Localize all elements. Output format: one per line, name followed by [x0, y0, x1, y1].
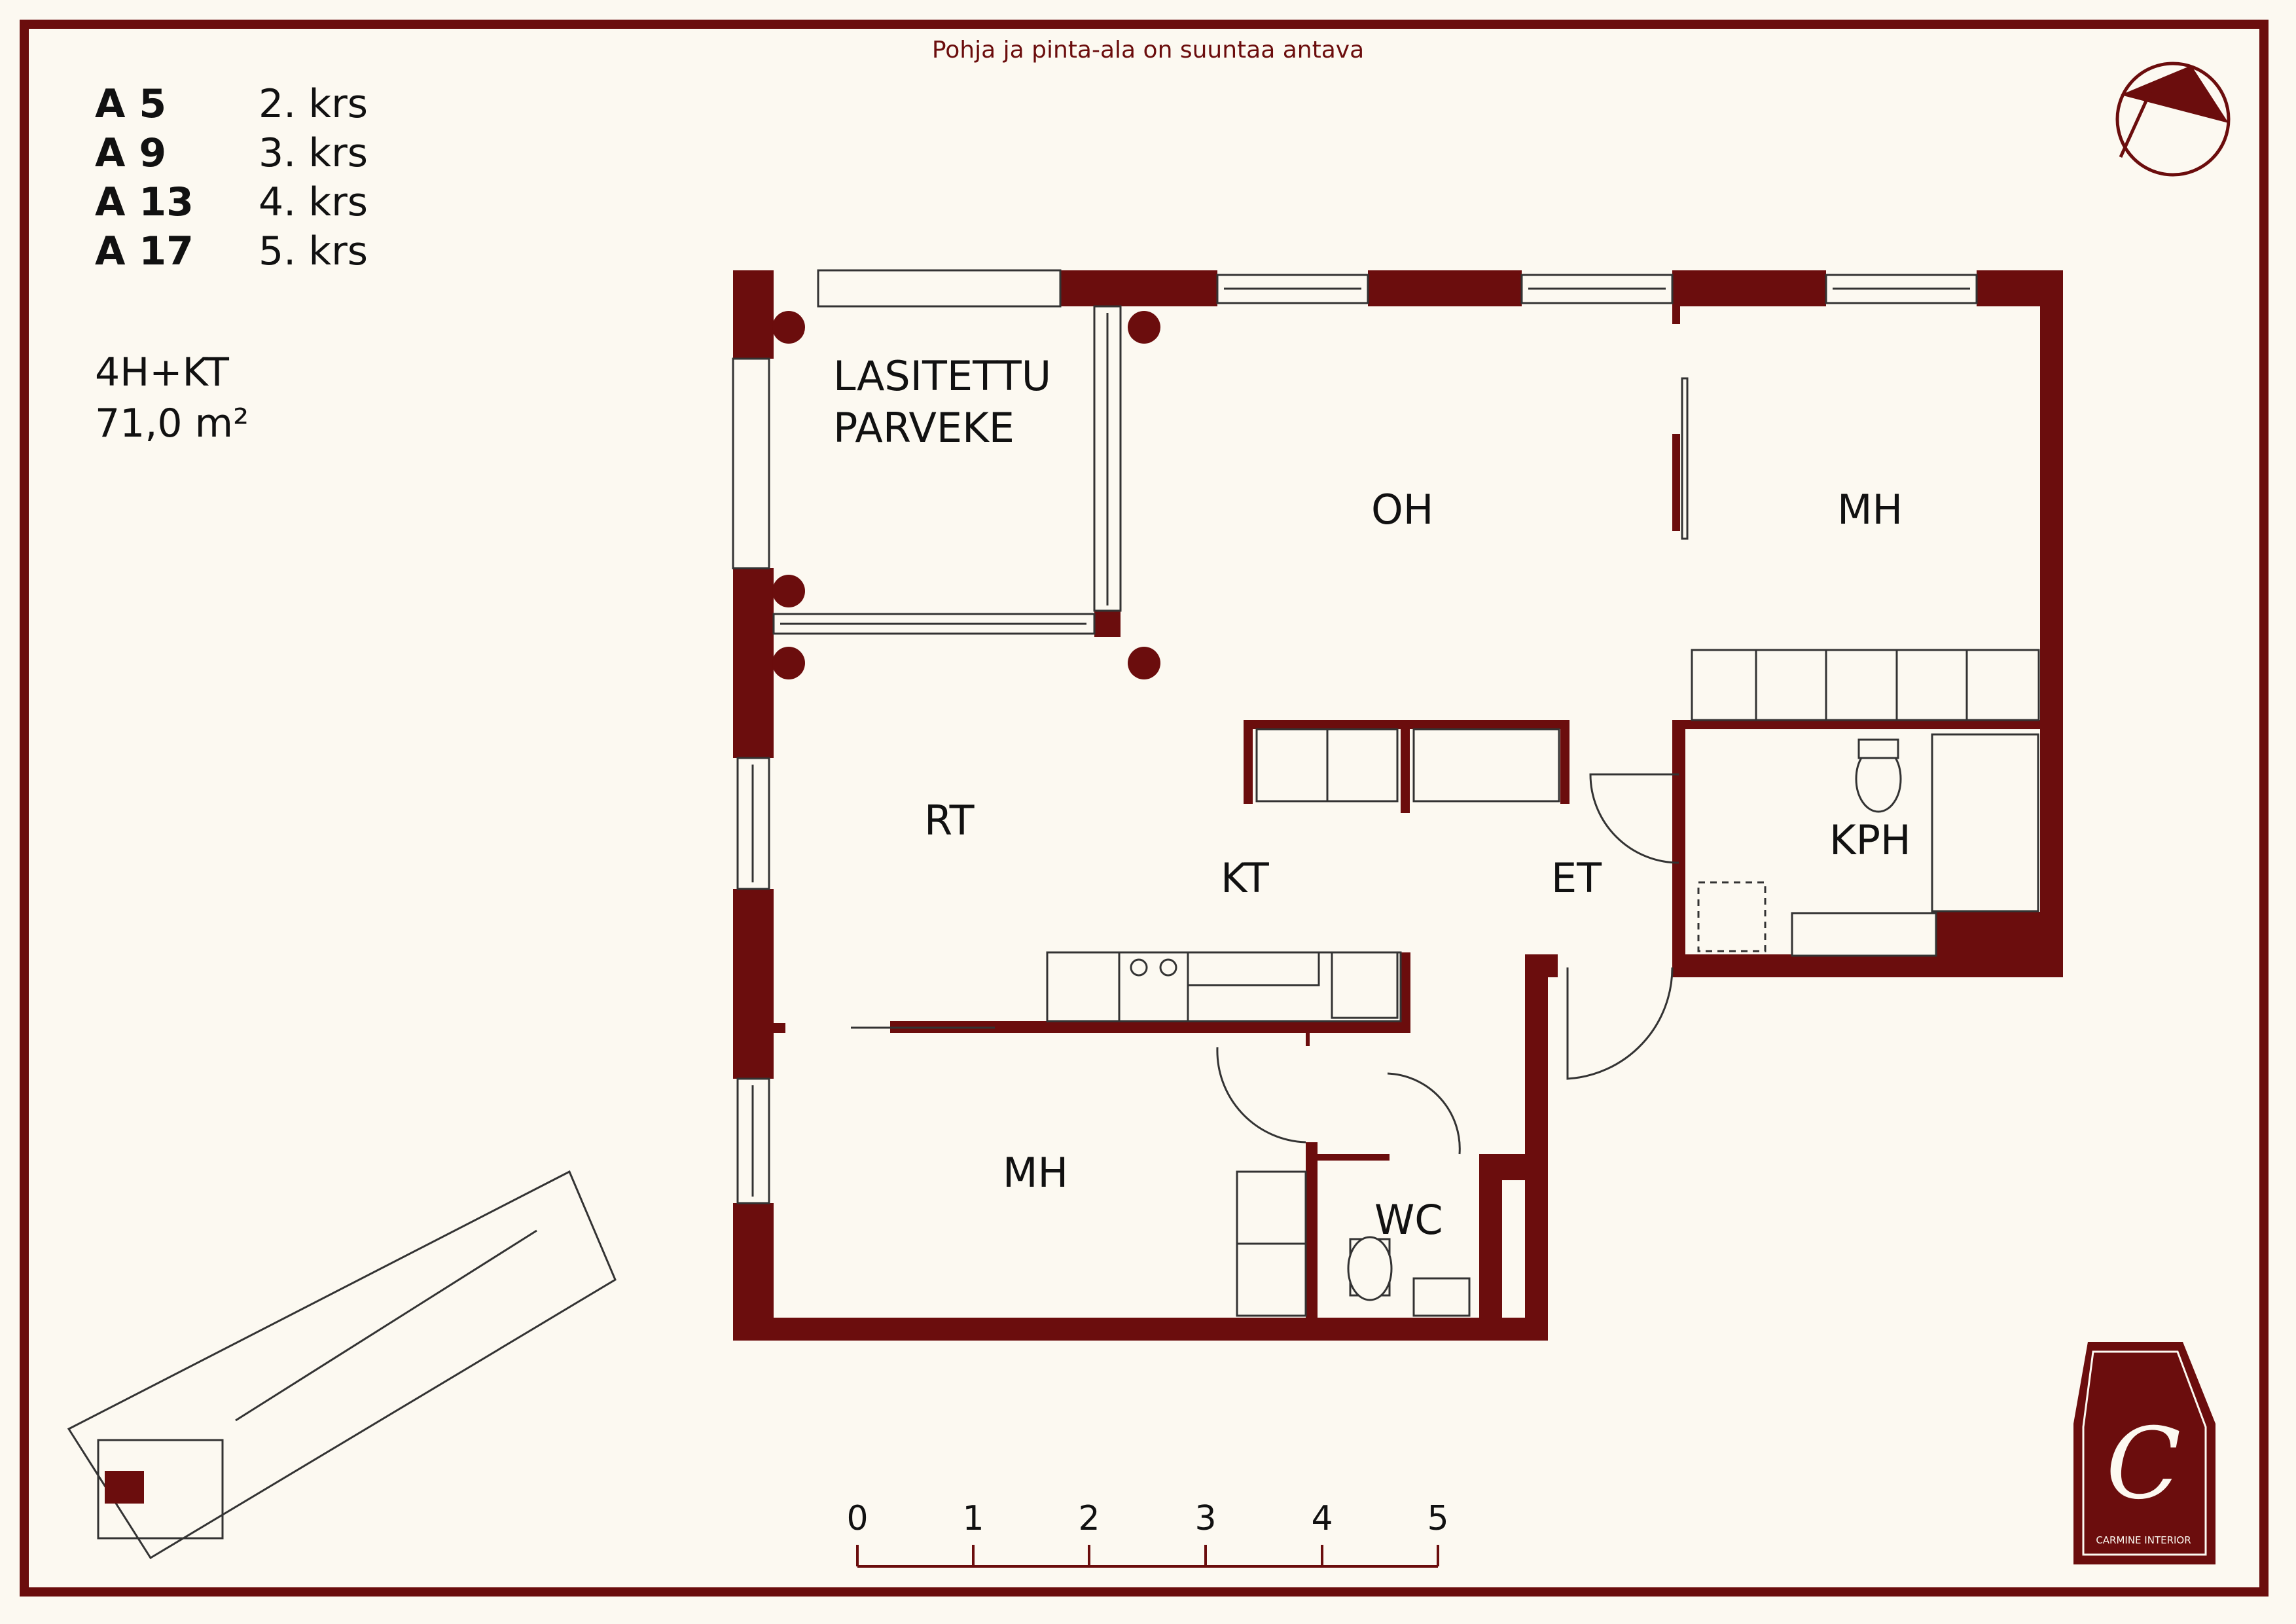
- scale-label: 2: [1078, 1499, 1100, 1538]
- site-plan-thumbnail: [67, 1170, 617, 1560]
- apartment-location-marker: [105, 1471, 144, 1504]
- windows: [732, 269, 1978, 1204]
- page-frame: [20, 20, 2269, 1597]
- compass-icon: [2115, 62, 2231, 177]
- room-bathroom: KPH: [1829, 816, 1911, 864]
- apartment-type: 4H+KT: [95, 350, 229, 395]
- unit-row: A 9 3. krs: [95, 129, 368, 178]
- unit-row: A 17 5. krs: [95, 227, 368, 276]
- room-toilet: WC: [1374, 1196, 1443, 1244]
- fixtures: [1046, 649, 2040, 1317]
- walls: [733, 270, 2063, 1341]
- scale-label: 5: [1427, 1499, 1449, 1538]
- apartment-info: 4H+KT 71,0 m²: [95, 347, 249, 449]
- unit-floor: 5. krs: [259, 228, 368, 274]
- room-bedroom-top: MH: [1837, 486, 1903, 533]
- balcony-label-line1: LASITETTU: [833, 352, 1051, 400]
- columns: [772, 311, 1160, 679]
- balcony-label-line2: PARVEKE: [833, 404, 1014, 452]
- unit-table: A 5 2. krs A 9 3. krs A 13 4. krs A 17 5…: [95, 80, 368, 276]
- unit-code: A 9: [95, 130, 167, 176]
- doors: [851, 773, 1679, 1155]
- disclaimer-text: Pohja ja pinta-ala on suuntaa antava: [931, 37, 1365, 63]
- scale-label: 0: [846, 1499, 869, 1538]
- unit-code: A 17: [95, 228, 194, 274]
- room-dining: RT: [924, 797, 975, 844]
- unit-floor: 3. krs: [259, 130, 368, 176]
- room-bedroom-bottom: MH: [1003, 1149, 1068, 1197]
- scale-label: 1: [962, 1499, 984, 1538]
- unit-floor: 4. krs: [259, 179, 368, 225]
- scale-label: 4: [1311, 1499, 1333, 1538]
- unit-code: A 13: [95, 179, 194, 225]
- apartment-area: 71,0 m²: [95, 401, 249, 446]
- unit-floor: 2. krs: [259, 81, 368, 127]
- room-living: OH: [1371, 486, 1433, 533]
- unit-code: A 5: [95, 81, 167, 127]
- scale-label: 3: [1194, 1499, 1217, 1538]
- room-kitchen: KT: [1221, 854, 1270, 902]
- unit-row: A 13 4. krs: [95, 178, 368, 227]
- logo: C CARMINE INTERIOR: [2073, 1342, 2215, 1564]
- logo-initial: C: [2106, 1407, 2181, 1521]
- scale-bar: [856, 1545, 1439, 1568]
- unit-row: A 5 2. krs: [95, 80, 368, 129]
- room-entrance: ET: [1551, 854, 1602, 902]
- logo-text: CARMINE INTERIOR: [2096, 1534, 2191, 1546]
